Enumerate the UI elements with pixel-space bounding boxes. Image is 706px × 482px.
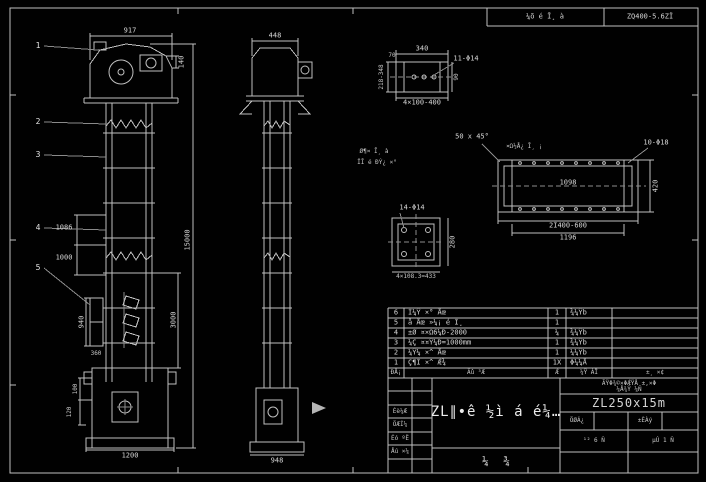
hole-callout-14xphi14: 14-Φ14 <box>399 203 425 212</box>
dim-head-width: 917 <box>123 26 137 35</box>
bom-qty: 1 <box>554 318 560 327</box>
bom-material: ¾¼Ϋb <box>570 328 587 337</box>
sig-row-draft: ÖÆÍ¼ <box>392 421 408 428</box>
bom-no: 5 <box>393 318 399 327</box>
bom-qty: 1 <box>554 338 560 347</box>
note-line-2: ÏĪ é ÐÝ¿ ×° <box>357 159 397 166</box>
hole-callout-11xphi14: 11-Φ14 <box>453 54 479 63</box>
bom-header-qty: Ǽ <box>555 369 559 376</box>
drawing-model-number: ZL250x15m <box>591 396 667 410</box>
dim-left-lower: 1000 <box>55 253 73 262</box>
dim-lower-section: 3000 <box>169 311 178 329</box>
cell-sheet-number: µÚ 1 Ň <box>652 437 674 444</box>
dim-boot-upper: 100 <box>72 383 79 395</box>
dim-side-top-width: 448 <box>268 31 282 40</box>
bom-material: ¾¼Ϋb <box>570 338 587 347</box>
dim-part-height: 420 <box>651 179 660 193</box>
bom-name: ¼Ç ¤¤Ϋ¼Ð=1000mm <box>408 338 472 347</box>
dim-door-width: 360 <box>90 350 102 357</box>
chamfer-note: 50 x 45° <box>455 132 489 141</box>
dim-channel-depth: 90 <box>453 73 460 81</box>
dim-flange-height: 280 <box>448 235 457 249</box>
bom-name: Ç¶Ī ×^ Ǽ¾ <box>408 358 446 367</box>
bom-header-name: Ãû ³Æ <box>466 369 486 376</box>
bom-name: å Åœ »¼¡ é Ī¸ <box>408 318 463 327</box>
bom-name: Ī¼Ϋ ×° Åœ <box>408 308 446 317</box>
item-balloon-2: 2 <box>35 117 41 126</box>
bom-material: ¼¼Ϋb <box>570 348 587 357</box>
bom-material: ¾¼Ϋb <box>570 308 587 317</box>
bom-header-no: ĐÅ¡ <box>390 369 402 376</box>
bom-header-note: ±¸ ×¢ <box>645 369 665 376</box>
dim-left-upper: 1086 <box>55 223 73 232</box>
hole-callout-10xphi18: 10-Φ18 <box>643 138 669 147</box>
bom-qty: 1X <box>552 358 562 367</box>
bom-no: 4 <box>393 328 399 337</box>
dim-flange-spacing: 4×108.3=433 <box>396 273 436 280</box>
part-label: ¤Ω½Å¿ Ī¸ ¡ <box>505 143 543 150</box>
dim-overall-height: 15000 <box>183 229 192 251</box>
header-cell-reducer: ¼õ é Ī¸ à <box>526 12 564 21</box>
titleblock-note-2: ¼Å¾Ÿ ¼Ň <box>616 386 642 393</box>
item-balloon-5: 5 <box>35 263 41 272</box>
dim-head-height: 140 <box>177 55 186 69</box>
dim-inner-length: 1098 <box>559 178 577 187</box>
header-cell-model: ZQ400-5.6ZÏ <box>626 12 674 21</box>
dim-channel-offset: 70 <box>388 52 396 59</box>
dim-side-base-width: 948 <box>270 456 284 465</box>
item-balloon-3: 3 <box>35 150 41 159</box>
bom-no: 2 <box>393 348 399 357</box>
dim-base-width: 1200 <box>121 451 139 460</box>
bom-name: ¼Ϋ¼ ×^ Åœ <box>408 348 446 357</box>
bom-qty: 1 <box>554 348 560 357</box>
bom-qty: 1 <box>554 308 560 317</box>
dim-hole-spacing: 4×100-400 <box>403 98 441 107</box>
item-balloon-4: 4 <box>35 223 41 232</box>
sig-row-design: Éè¼Æ <box>392 408 408 415</box>
dim-channel-height: 218-348 <box>378 64 385 90</box>
dim-channel-length: 340 <box>415 44 429 53</box>
bom-material: Φ¼¼Å <box>570 358 587 367</box>
cell-weight: ÖØÁ¿ <box>569 417 585 424</box>
dim-bucket-zone: 940 <box>77 315 86 329</box>
dim-part-total: 2Ī400-600 <box>549 221 587 230</box>
bom-no: 1 <box>393 358 399 367</box>
bom-name: ±Ø ¤×Ω6¼Ð-2000 <box>408 328 468 337</box>
sheet-label: ¼ ¾ <box>482 454 514 468</box>
cell-total-sheets: ¹² 6 Ň <box>583 437 605 444</box>
sig-row-check: Éó ºË <box>390 435 410 442</box>
bom-header-material: ¼Ÿ ÁÏ <box>579 369 599 376</box>
sig-row-approve: Åú ×¼ <box>390 448 410 455</box>
drawing-title: ZL∥•ê ½ì á é¼… <box>430 404 562 420</box>
cell-scale: ±ÈÀý <box>637 417 653 424</box>
bom-no: 3 <box>393 338 399 347</box>
dim-boot-lower: 120 <box>66 406 73 418</box>
dim-part-span: 1196 <box>559 233 577 242</box>
bom-qty: ¼ <box>554 328 560 337</box>
titleblock-note-1: ÃŸΦ¾©×ΦǼΫÅ ±,×Φ <box>601 380 657 387</box>
bom-no: 6 <box>393 308 399 317</box>
item-balloon-1: 1 <box>35 41 41 50</box>
note-line-1: Ø¶¤ Ī¸ à <box>359 148 389 155</box>
